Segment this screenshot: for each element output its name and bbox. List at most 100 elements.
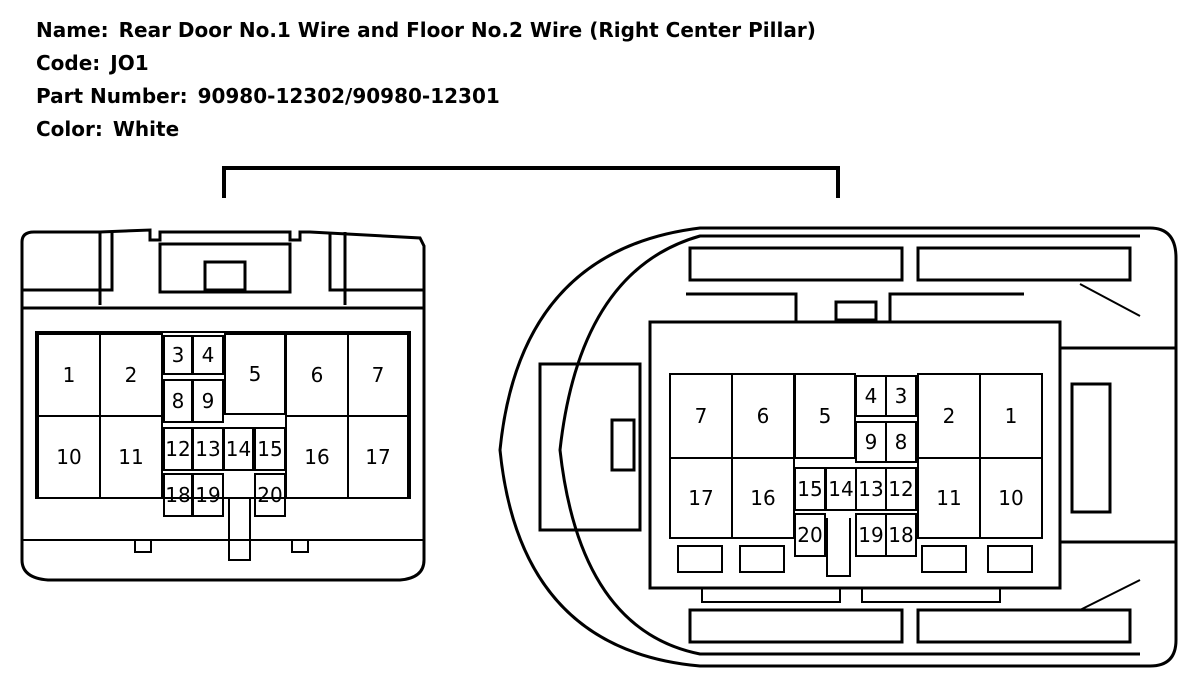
left-base-notch-1 [134, 539, 152, 553]
name-row: Name: Rear Door No.1 Wire and Floor No.2 … [36, 14, 816, 47]
right-latch-block [834, 300, 878, 322]
left-lock-latch [203, 260, 247, 292]
left-connector [20, 228, 426, 582]
connector-info: Name: Rear Door No.1 Wire and Floor No.2 … [36, 14, 816, 146]
right-pin-label-11: 11 [936, 486, 961, 510]
right-base-slot-1 [701, 587, 841, 603]
right-hood-left [686, 292, 798, 322]
right-base-slot-2 [861, 587, 1001, 603]
right-guide-rails [1060, 346, 1176, 544]
color-label: Color: [36, 117, 103, 141]
right-pin-label-20: 20 [797, 523, 822, 547]
right-foot-4 [987, 545, 1033, 573]
left-pin-cavity-4 [192, 335, 224, 375]
right-lock-arm [538, 362, 642, 532]
right-pin-label-13: 13 [858, 477, 883, 501]
right-inner-frame [648, 320, 1062, 590]
right-side-braces [1079, 283, 1141, 611]
left-guide-left [22, 232, 114, 292]
left-key-slot [228, 498, 251, 561]
left-guide-right [328, 232, 424, 292]
left-pin-label-3: 3 [172, 343, 185, 367]
right-bottom-slot-1 [688, 608, 904, 644]
left-pin-cavity-17 [347, 415, 409, 499]
right-foot-3 [921, 545, 967, 573]
right-pin-label-3: 3 [895, 384, 908, 408]
right-pin-label-12: 12 [888, 477, 913, 501]
left-pin-label-9: 9 [202, 389, 215, 413]
left-pin-label-20: 20 [257, 483, 282, 507]
right-top-slot-2 [916, 246, 1132, 282]
right-pin-cavity-20 [794, 513, 826, 557]
color-value: White [112, 117, 180, 141]
left-pin-cavity-20 [254, 473, 286, 517]
right-connector [498, 226, 1178, 668]
part-number-label: Part Number: [36, 84, 188, 108]
right-pin-label-4: 4 [865, 384, 878, 408]
right-lock-window [610, 418, 636, 472]
left-pin-cavity-11 [99, 415, 163, 499]
right-housing-inner [558, 234, 1140, 656]
right-pin-cavity-11 [917, 457, 981, 539]
left-pin-label-17: 17 [365, 445, 390, 469]
right-pin-label-18: 18 [888, 523, 913, 547]
left-pin-label-16: 16 [304, 445, 329, 469]
left-pin-label-19: 19 [195, 483, 220, 507]
name-label: Name: [36, 18, 109, 42]
right-pin-label-7: 7 [695, 404, 708, 428]
right-pin-label-14: 14 [828, 477, 853, 501]
left-base-notch-2 [291, 539, 309, 553]
right-pin-label-19: 19 [858, 523, 883, 547]
left-pin-cavity-9 [192, 379, 224, 423]
left-pin-label-4: 4 [202, 343, 215, 367]
right-housing-outer [498, 226, 1178, 668]
left-pin-label-14: 14 [226, 437, 251, 461]
left-pin-cavity-14 [223, 427, 254, 471]
part-number-row: Part Number: 90980-12302/90980-12301 [36, 80, 816, 113]
mating-bracket [222, 166, 840, 198]
right-pin-cavity-17 [669, 457, 733, 539]
right-pin-label-2: 2 [943, 404, 956, 428]
right-pin-label-1: 1 [1005, 404, 1018, 428]
left-pin-label-2: 2 [125, 363, 138, 387]
right-foot-2 [739, 545, 785, 573]
left-housing [20, 228, 426, 582]
code-row: Code: JO1 [36, 47, 816, 80]
right-pin-label-9: 9 [865, 430, 878, 454]
right-pin-label-8: 8 [895, 430, 908, 454]
right-pin-cavity-19 [855, 513, 887, 557]
color-row: Color: White [36, 113, 816, 146]
left-pin-label-5: 5 [249, 362, 262, 386]
left-lock-tab [158, 242, 292, 294]
left-pin-label-18: 18 [165, 483, 190, 507]
name-value: Rear Door No.1 Wire and Floor No.2 Wire … [118, 18, 816, 42]
left-pin-label-7: 7 [372, 363, 385, 387]
right-bottom-slot-2 [916, 608, 1132, 644]
code-label: Code: [36, 51, 101, 75]
right-pin-label-5: 5 [819, 404, 832, 428]
right-top-slot-1 [688, 246, 904, 282]
left-pin-label-13: 13 [195, 437, 220, 461]
left-pin-label-1: 1 [63, 363, 76, 387]
code-value: JO1 [110, 51, 149, 75]
left-pin-label-6: 6 [311, 363, 324, 387]
right-pin-label-10: 10 [998, 486, 1023, 510]
right-pin-label-16: 16 [750, 486, 775, 510]
left-pin-label-8: 8 [172, 389, 185, 413]
right-pin-label-15: 15 [797, 477, 822, 501]
left-pin-cavity-19 [192, 473, 224, 517]
right-foot-1 [677, 545, 723, 573]
right-key-slot [826, 518, 851, 577]
right-hood-right [888, 292, 1024, 322]
part-number-value: 90980-12302/90980-12301 [197, 84, 500, 108]
right-pin-label-6: 6 [757, 404, 770, 428]
left-pin-label-10: 10 [56, 445, 81, 469]
left-pin-label-12: 12 [165, 437, 190, 461]
left-pin-label-15: 15 [257, 437, 282, 461]
right-pin-label-17: 17 [688, 486, 713, 510]
right-side-rib [1070, 382, 1112, 514]
left-pin-label-11: 11 [118, 445, 143, 469]
